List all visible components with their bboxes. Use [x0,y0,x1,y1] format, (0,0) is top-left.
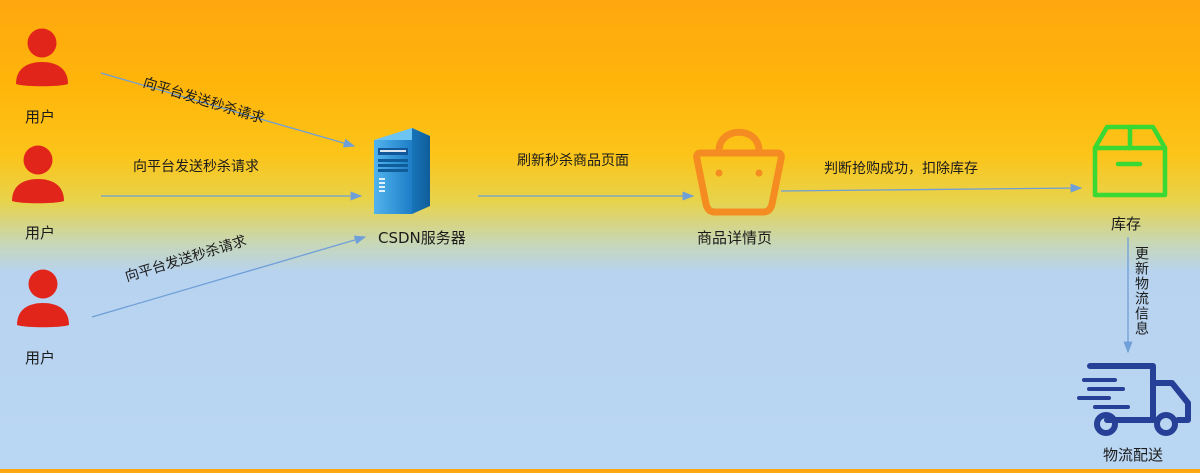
update-logistics-label: 更新物流信息 [1133,246,1149,336]
judge-purchase-label: 判断抢购成功，扣除库存 [824,161,978,177]
request-arrow-1 [100,72,356,148]
logistics-label: 物流配送 [1103,446,1164,464]
user-2-label: 用户 [25,224,56,242]
inventory-box-icon [1092,124,1168,198]
inventory-label: 库存 [1111,215,1142,233]
user-3-label: 用户 [25,349,56,367]
request-arrow-3 [91,235,367,318]
server-icon [374,128,430,214]
request-2-label: 向平台发送秒杀请求 [133,159,259,175]
user-icon [16,28,68,87]
delivery-truck-icon [1077,363,1191,436]
product-page-label: 商品详情页 [697,229,773,247]
server-label: CSDN服务器 [378,229,466,247]
shopping-bag-icon [693,128,785,216]
judge-purchase-arrow [780,183,1083,193]
refresh-page-label: 刷新秒杀商品页面 [517,153,629,169]
user-1-label: 用户 [25,108,56,126]
arrows [91,72,1133,354]
user-icon [17,269,69,328]
user-icon [12,145,64,204]
